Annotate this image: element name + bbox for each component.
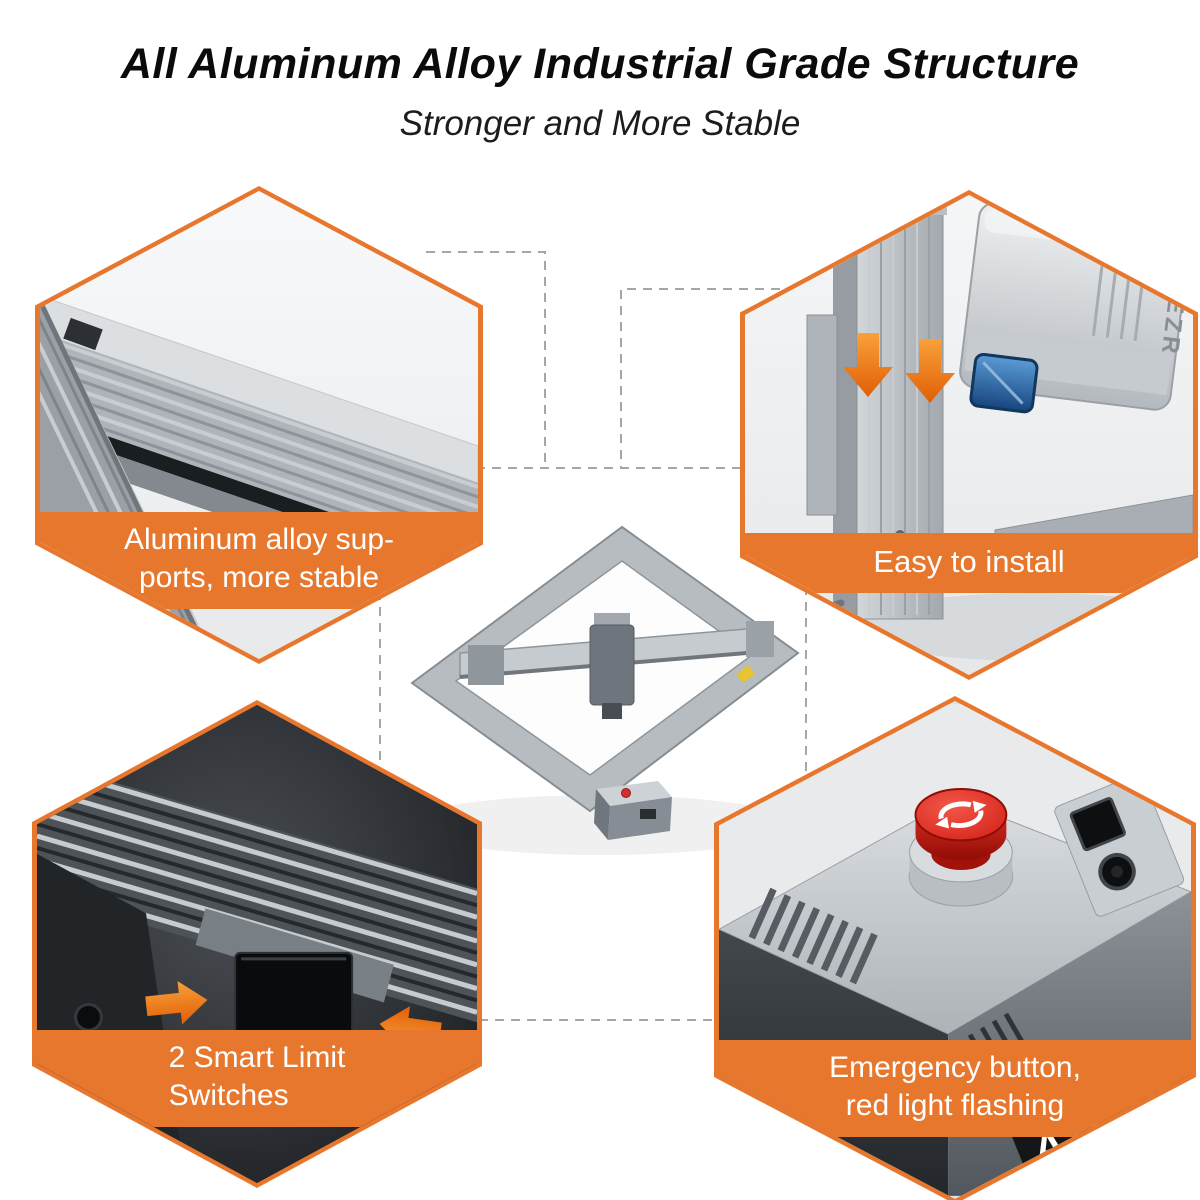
page-title: All Aluminum Alloy Industrial Grade Stru… <box>120 40 1080 88</box>
corner-bracket <box>63 317 103 351</box>
connector-center-frame <box>379 467 807 1021</box>
rotate-reset-icon <box>938 801 984 828</box>
label-line-2: red light flashing <box>845 1088 1065 1122</box>
label-line-1: Easy to install <box>873 543 1065 579</box>
laser-head <box>589 613 635 719</box>
page-subtitle: Stronger and More Stable <box>399 104 801 143</box>
down-arrow-icon <box>905 339 955 403</box>
label-line-1: 2 Smart Limit <box>168 1040 346 1074</box>
red-button-dot <box>621 788 631 798</box>
port-panel <box>1054 773 1185 917</box>
label-line-2: Switches <box>168 1078 289 1112</box>
down-arrow-icon <box>843 333 893 397</box>
connector-top-left <box>426 251 546 468</box>
laser-engraver-figure <box>405 525 800 855</box>
warning-label <box>736 665 755 683</box>
control-box <box>594 781 672 840</box>
label-line-1: Emergency button, <box>829 1050 1081 1084</box>
label-line-1: Aluminum alloy sup- <box>123 522 395 556</box>
easy-install-label: Easy to install <box>745 532 1193 593</box>
connector-top-right <box>620 288 780 468</box>
usb-port <box>1069 797 1126 852</box>
screw-hole <box>74 1002 103 1032</box>
right-arrow-icon <box>145 981 208 1025</box>
label-line-2: ports, more stable <box>138 560 380 594</box>
emergency-stop-button <box>908 788 1014 907</box>
vent-slots <box>748 887 878 985</box>
